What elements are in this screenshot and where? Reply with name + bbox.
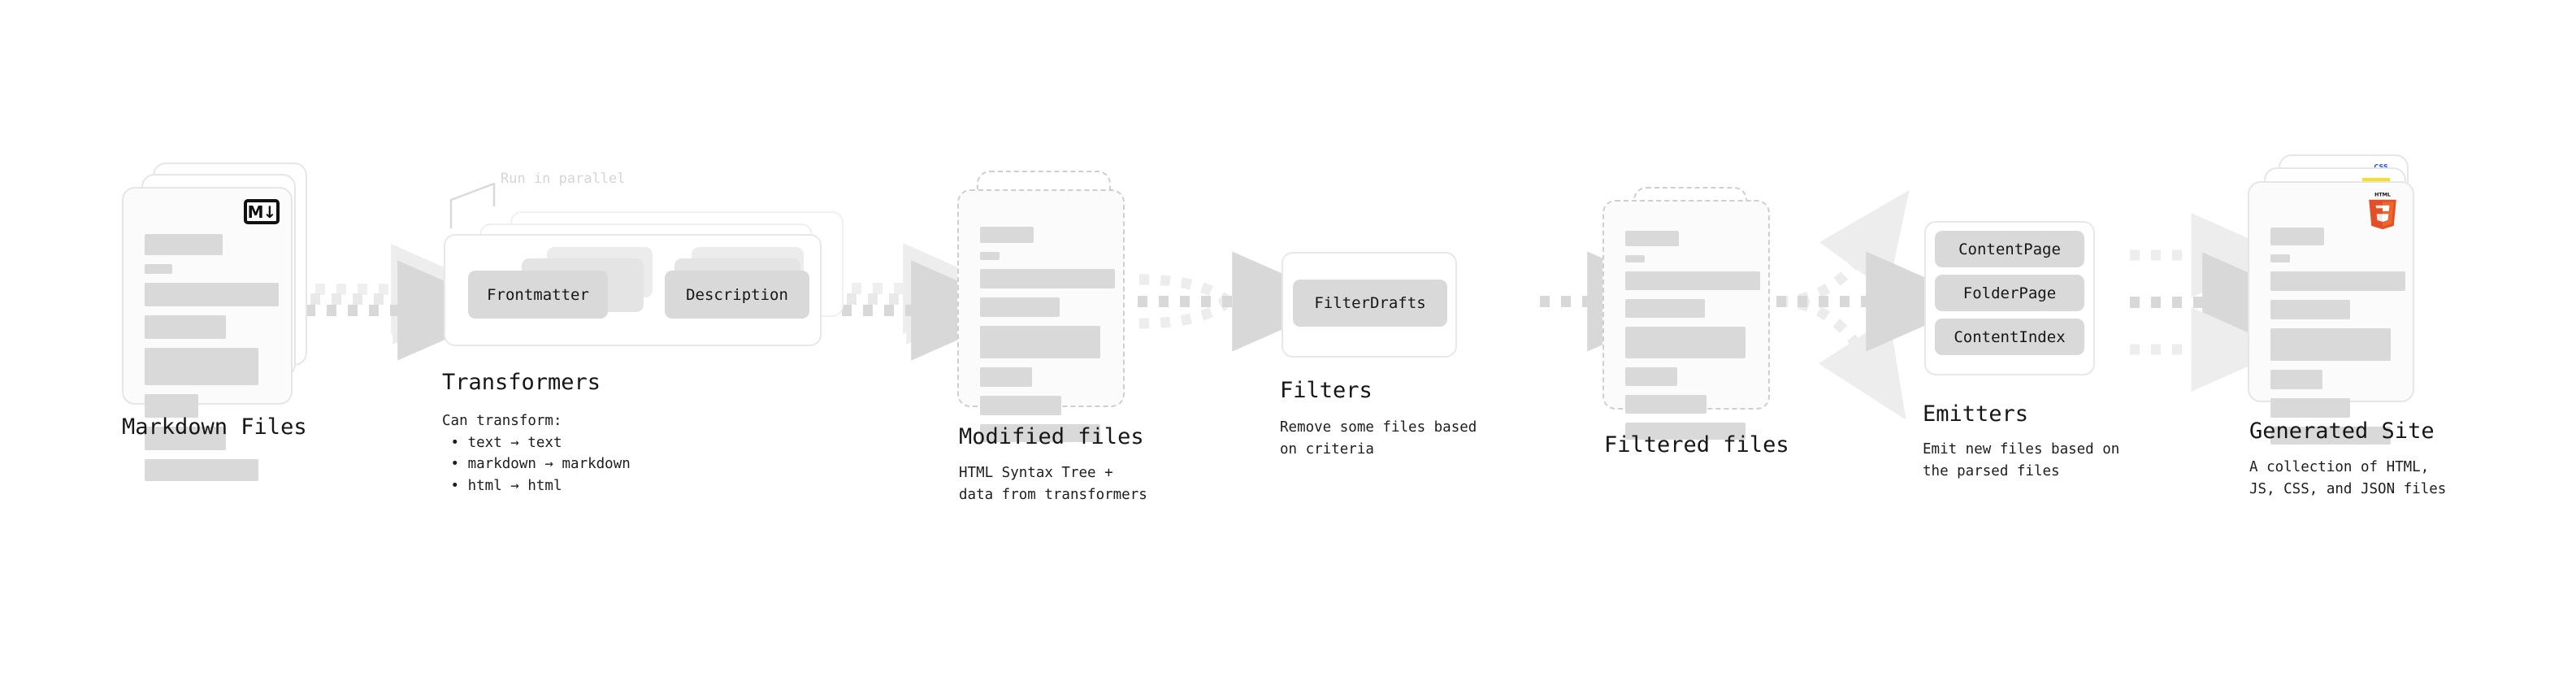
doc-bar [2270, 300, 2350, 319]
doc-card-front [1602, 200, 1770, 440]
stage-generated-site: CSS HTML [2248, 154, 2446, 497]
stage-subtitle-emitters: Emit new files based on the parsed files [1923, 441, 2120, 479]
transformer-chip-frontmatter[interactable]: Frontmatter [468, 271, 608, 319]
doc-bar [145, 234, 223, 255]
doc-skeleton-lines [2270, 228, 2405, 453]
emitter-chip-contentindex[interactable]: ContentIndex [1935, 319, 2084, 355]
doc-bar [1625, 327, 1746, 358]
doc-bar [145, 283, 279, 306]
doc-bar [2270, 398, 2350, 418]
doc-skeleton-lines [145, 234, 279, 490]
stage-title-emitters: Emitters [1923, 401, 2029, 427]
doc-bar [980, 367, 1032, 387]
doc-bar [2270, 271, 2405, 291]
stage-title-transformers: Transformers [442, 370, 601, 395]
doc-bar [980, 424, 1100, 442]
filtered-file-stack [1602, 187, 1789, 440]
doc-bar [2270, 228, 2324, 245]
doc-bar [145, 315, 226, 339]
filter-chip-filterdrafts[interactable]: FilterDrafts [1293, 280, 1447, 327]
doc-card-front [957, 189, 1125, 442]
doc-bar [1625, 255, 1645, 262]
markdown-file-stack: M↓ M↓ M↓ [122, 163, 317, 481]
doc-bar [980, 297, 1060, 317]
doc-bar [980, 396, 1061, 415]
stage-title-modified-files: Modified files [959, 424, 1144, 449]
doc-bar [145, 348, 258, 385]
modified-file-stack [957, 166, 1144, 442]
stage-markdown-files: M↓ M↓ M↓ Markdown Files [122, 163, 317, 481]
doc-skeleton-lines [1625, 231, 1760, 449]
doc-skeleton-lines [980, 227, 1115, 451]
connector-modified-to-filters [1138, 251, 1347, 352]
transformer-chip-description[interactable]: Description [665, 271, 809, 319]
stage-title-filtered-files: Filtered files [1604, 432, 1789, 458]
stage-subtitle-modified-files: HTML Syntax Tree + data from transformer… [959, 465, 1147, 503]
doc-bar [145, 394, 198, 418]
doc-bar [2270, 328, 2391, 361]
doc-bar [145, 459, 258, 481]
stage-subtitle-filters: Remove some files based on criteria [1280, 419, 1477, 458]
doc-card-front-html: HTML [2248, 181, 2414, 445]
stage-subtitle-transformers: Can transform: • text → text • markdown … [442, 413, 631, 494]
html5-badge-icon: HTML [2366, 190, 2400, 231]
run-in-parallel-bracket [449, 182, 496, 229]
generated-site-file-stack: CSS HTML [2248, 154, 2443, 445]
stage-subtitle-generated-site: A collection of HTML, JS, CSS, and JSON … [2249, 459, 2447, 497]
markdown-badge-icon: M↓ [244, 199, 280, 224]
doc-card-front: M↓ [122, 187, 293, 481]
stage-modified-files: Modified files HTML Syntax Tree + data f… [957, 166, 1147, 503]
stage-title-markdown-files: Markdown Files [122, 414, 307, 440]
doc-bar [980, 252, 1000, 260]
doc-bar [2270, 254, 2290, 262]
doc-bar [1625, 231, 1679, 246]
emitter-chip-folderpage[interactable]: FolderPage [1935, 275, 2084, 311]
doc-bar [980, 269, 1115, 288]
stage-filtered-files: Filtered files [1602, 187, 1789, 458]
doc-bar [145, 427, 226, 450]
doc-bar [980, 326, 1100, 358]
connector-filtered-to-emitters [1776, 190, 1980, 420]
doc-bar [980, 227, 1034, 243]
doc-bar [1625, 367, 1677, 386]
stage-title-filters: Filters [1280, 378, 1373, 403]
emitter-chip-contentpage[interactable]: ContentPage [1935, 231, 2084, 267]
connector-emitters-to-site [2130, 213, 2317, 392]
connector-markdown-to-transformers [306, 244, 512, 361]
svg-text:HTML: HTML [2374, 193, 2391, 198]
run-in-parallel-label: Run in parallel [501, 171, 626, 187]
doc-bar [1625, 271, 1760, 290]
doc-bar [1625, 423, 1746, 440]
doc-bar [1625, 395, 1706, 414]
doc-bar [1625, 299, 1705, 318]
stage-title-generated-site: Generated Site [2249, 419, 2435, 444]
doc-bar [2270, 427, 2391, 445]
doc-bar [145, 264, 172, 274]
doc-bar [2270, 370, 2322, 389]
